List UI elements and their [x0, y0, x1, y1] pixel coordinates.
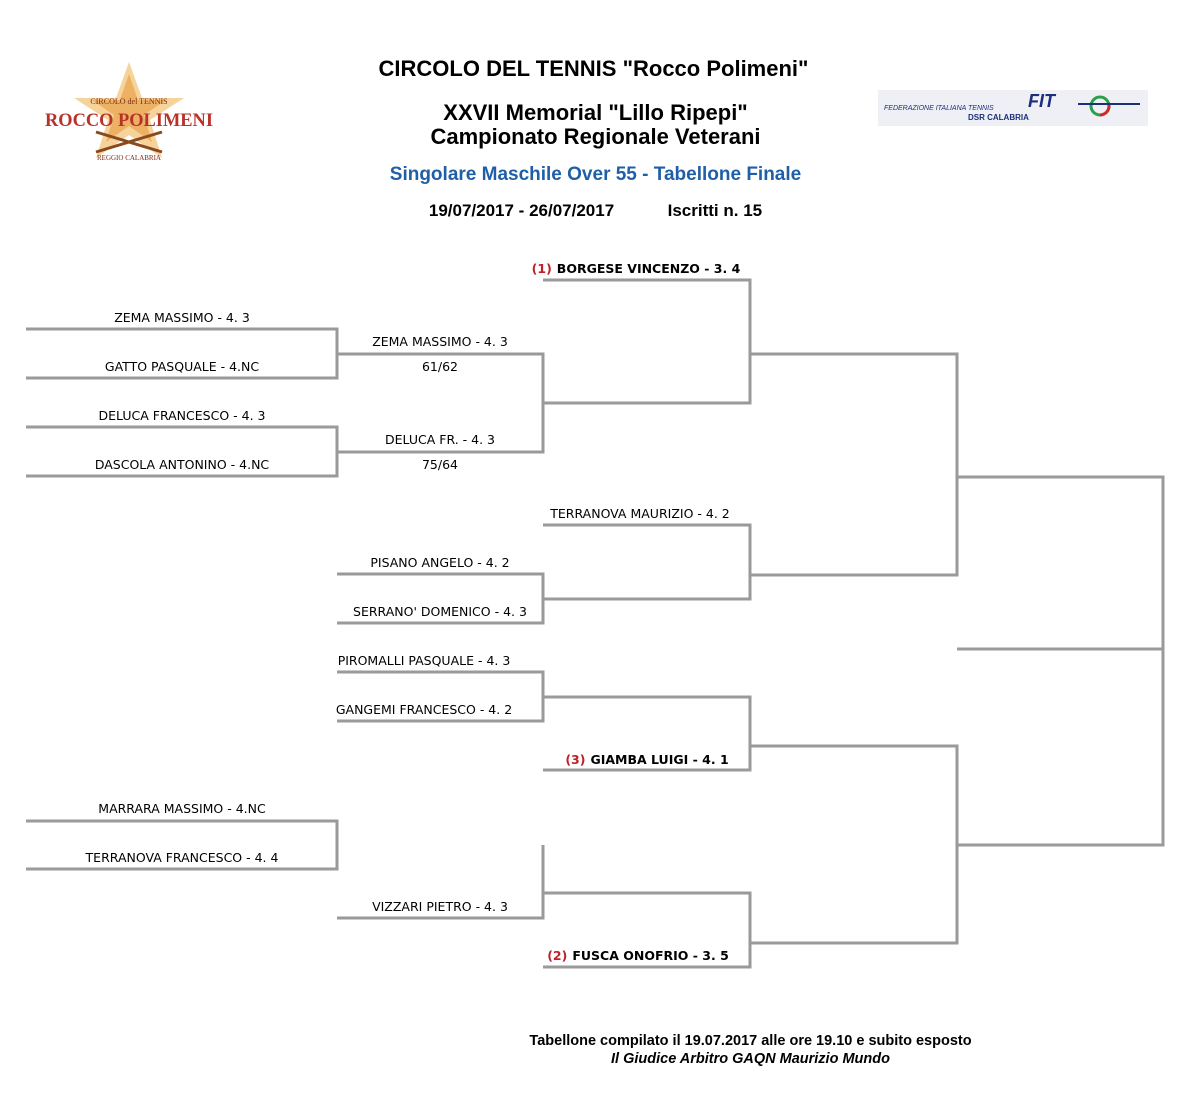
- seed-number: (3): [565, 752, 585, 767]
- r3-match-4-lines: [543, 891, 752, 969]
- fit-logo-region: DSR CALABRIA: [968, 113, 1029, 122]
- r3-player: (2) FUSCA ONOFRIO - 3. 5: [547, 948, 729, 963]
- referee-note: Il Giudice Arbitro GAQN Maurizio Mundo: [611, 1051, 890, 1067]
- r2-match-4-lines: [337, 845, 545, 920]
- club-title: CIRCOLO DEL TENNIS "Rocco Polimeni": [378, 56, 809, 81]
- r2-player: PIROMALLI PASQUALE - 4. 3: [338, 653, 511, 668]
- entries-count: Iscritti n. 15: [667, 201, 763, 220]
- seed-number: (2): [547, 948, 567, 963]
- r1-player: TERRANOVA FRANCESCO - 4. 4: [85, 850, 279, 865]
- r2-player: GANGEMI FRANCESCO - 4. 2: [336, 702, 512, 717]
- r2-player: SERRANO' DOMENICO - 4. 3: [353, 604, 527, 619]
- club-logo: CIRCOLO del TENNIS ROCCO POLIMENI REGGIO…: [45, 62, 213, 162]
- r2-player: PISANO ANGELO - 4. 2: [370, 555, 509, 570]
- r1-player: GATTO PASQUALE - 4.NC: [105, 359, 259, 374]
- fit-logo-abbr: FIT: [1028, 91, 1057, 111]
- sf-lines: [957, 475, 1165, 847]
- memorial-title: XXVII Memorial "Lillo Ripepi": [443, 100, 748, 125]
- fit-logo: FIT FEDERAZIONE ITALIANA TENNIS DSR CALA…: [878, 90, 1148, 126]
- r1-player: DASCOLA ANTONINO - 4.NC: [95, 457, 270, 472]
- r3-player-name: FUSCA ONOFRIO - 3. 5: [572, 948, 728, 963]
- event-title: Singolare Maschile Over 55 - Tabellone F…: [389, 164, 802, 185]
- r1-player: ZEMA MASSIMO - 4. 3: [114, 310, 250, 325]
- dates-line: 19/07/2017 - 26/07/2017 Iscritti n. 15: [0, 201, 1191, 221]
- r2-score: 75/64: [422, 457, 458, 472]
- r3-player-name: BORGESE VINCENZO - 3. 4: [557, 261, 741, 276]
- club-logo-top-text: CIRCOLO del TENNIS: [90, 97, 167, 106]
- seed-number: (1): [532, 261, 552, 276]
- r3-match-1-lines: [543, 278, 752, 405]
- r2-player: DELUCA FR. - 4. 3: [385, 432, 495, 447]
- compiled-note: Tabellone compilato il 19.07.2017 alle o…: [529, 1033, 972, 1049]
- club-logo-name-text: ROCCO POLIMENI: [45, 110, 213, 131]
- r3-player: (1) BORGESE VINCENZO - 3. 4: [532, 261, 741, 276]
- qf-bottom-lines: [750, 744, 959, 945]
- fit-logo-federation: FEDERAZIONE ITALIANA TENNIS: [884, 105, 994, 112]
- tournament-dates: 19/07/2017 - 26/07/2017: [428, 201, 615, 220]
- r3-player-name: GIAMBA LUIGI - 4. 1: [590, 752, 728, 767]
- r1-match-3-lines: [26, 819, 339, 871]
- championship-title: Campionato Regionale Veterani: [430, 124, 761, 149]
- r3-player: (3) GIAMBA LUIGI - 4. 1: [565, 752, 728, 767]
- r3-player: TERRANOVA MAURIZIO - 4. 2: [549, 506, 729, 521]
- r2-player: VIZZARI PIETRO - 4. 3: [372, 899, 508, 914]
- r3-match-2-lines: [543, 523, 752, 601]
- r2-score: 61/62: [422, 359, 458, 374]
- club-logo-city-text: REGGIO CALABRIA: [97, 154, 161, 162]
- r1-player: DELUCA FRANCESCO - 4. 3: [99, 408, 266, 423]
- r1-player: MARRARA MASSIMO - 4.NC: [98, 801, 266, 816]
- qf-top-lines: [750, 352, 959, 577]
- r3-match-3-lines: [543, 695, 752, 772]
- r2-player: ZEMA MASSIMO - 4. 3: [372, 334, 508, 349]
